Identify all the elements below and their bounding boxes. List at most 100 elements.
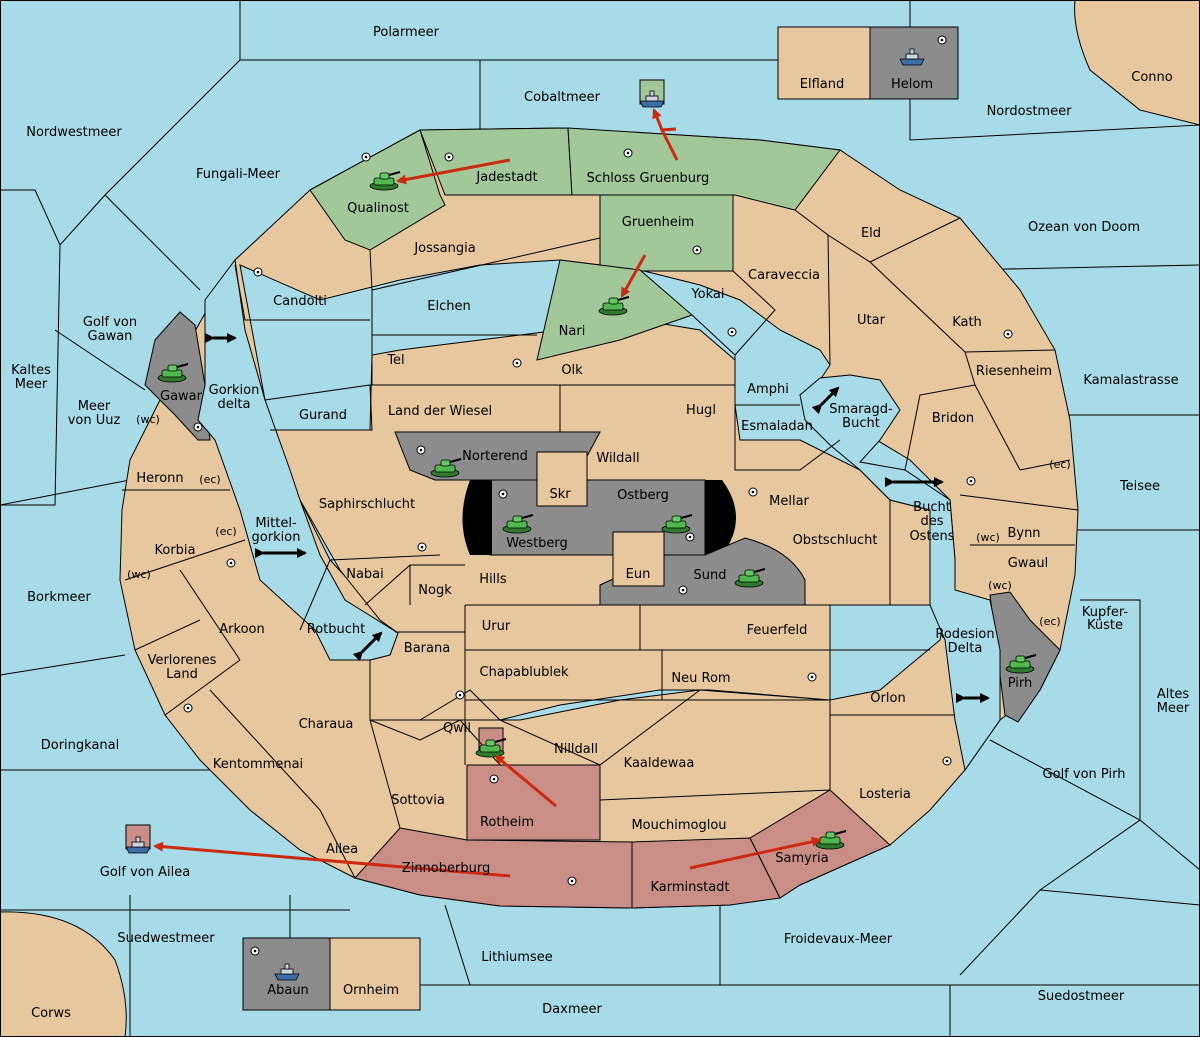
province-label: Gawar: [160, 389, 203, 404]
coast-tag: (wc): [976, 531, 1000, 544]
smaragd-bucht-water: [799, 374, 1001, 772]
coast-tag: (wc): [127, 568, 151, 581]
province-label: Losteria: [859, 787, 911, 802]
order-arrow: [396, 158, 511, 185]
sea-label: Altes: [1157, 687, 1190, 702]
sea-label: des: [920, 514, 943, 529]
sea-labels: Polarmeer Cobaltmeer Nordwestmeer Fungal…: [11, 25, 1190, 1017]
sea-label: Meer: [15, 377, 48, 392]
coast-tag: (ec): [1049, 458, 1070, 471]
corws-region: [0, 911, 127, 1037]
province-label: Jadestadt: [475, 170, 537, 185]
westberg-black-cap: [462, 480, 492, 555]
province-label: Pirh: [1008, 676, 1033, 691]
sea-label: Suedostmeer: [1038, 989, 1125, 1004]
sea-label: Küste: [1087, 618, 1123, 633]
move-orders: [153, 110, 822, 878]
coast-tags: (wc) (ec) (ec) (wc) (ec) (wc) (wc) (ec): [127, 413, 1071, 628]
sea-label: Polarmeer: [373, 25, 440, 40]
skr-region: [536, 451, 588, 507]
province-label: Nogk: [418, 583, 452, 598]
coast-tag: (wc): [136, 413, 160, 426]
province-label: Conno: [1131, 70, 1173, 85]
sea-label: Delta: [948, 641, 983, 656]
province-label: Mellar: [769, 494, 809, 509]
province-label: Chapablublek: [480, 665, 569, 680]
province-label: Orlon: [870, 691, 905, 706]
elfland-region: [777, 26, 871, 100]
province-label: Utar: [857, 313, 886, 328]
zinnoberburg-region: [354, 827, 633, 909]
province-label: Gruenheim: [622, 215, 694, 230]
sea-label: Meer: [78, 399, 111, 414]
sea-label: Bucht: [913, 500, 951, 515]
sea-label: Nordwestmeer: [26, 125, 122, 140]
sea-label: Mittel-: [255, 516, 297, 531]
province-label: Qualinost: [347, 201, 409, 216]
sea-label: Kaltes: [11, 363, 51, 378]
province-label: Ostberg: [617, 488, 669, 503]
province-label: Rotheim: [480, 815, 534, 830]
sea-label: Fungali-Meer: [196, 167, 281, 182]
province-label: Saphirschlucht: [319, 497, 415, 512]
province-label: Hugl: [686, 403, 716, 418]
province-label: Westberg: [506, 536, 568, 551]
province-label: Norterend: [462, 449, 528, 464]
province-label: Eun: [626, 567, 651, 582]
eun-region: [612, 531, 665, 587]
order-arrow: [153, 841, 511, 878]
order-arrow: [494, 754, 557, 808]
province-label: Abaun: [267, 983, 309, 998]
province-label: Sund: [694, 568, 727, 583]
province-label: Kaaldewaa: [624, 756, 695, 771]
ornheim-region: [329, 937, 421, 1011]
province-label: Candolti: [273, 294, 327, 309]
province-label: Skr: [549, 487, 571, 502]
province-label: Ornheim: [343, 983, 399, 998]
gruenheim-region: [599, 194, 734, 272]
province-label: Gurand: [299, 408, 347, 423]
province-label: Elchen: [427, 299, 470, 314]
province-label: Hills: [479, 572, 507, 587]
province-label: Yokai: [690, 287, 724, 302]
land-borders: [122, 195, 1079, 879]
order-arrow: [620, 254, 647, 298]
province-label: Nabai: [346, 567, 384, 582]
sea-label: Doringkanal: [41, 738, 120, 753]
province-label: Corws: [31, 1006, 71, 1021]
sea-label: Gawan: [88, 329, 133, 344]
sea-label: Rotbucht: [307, 622, 365, 637]
land-labels: Elfland Helom Conno Qualinost Jadestadt …: [31, 70, 1173, 1021]
sea-label: gorkion: [252, 530, 301, 545]
sea-label: von Uuz: [68, 413, 121, 428]
canal-arrows: [205, 333, 990, 703]
sea-label: Rodesion: [935, 627, 994, 642]
province-label: Zinnoberburg: [402, 861, 490, 876]
province-label: Verlorenes: [148, 653, 217, 668]
province-label: Mouchimoglou: [631, 818, 726, 833]
province-label: Kentommenai: [213, 757, 303, 772]
province-label: Land der Wiesel: [388, 404, 492, 419]
province-label: Land: [166, 667, 198, 682]
sea-label: Golf von Ailea: [100, 865, 190, 880]
province-label: Bridon: [932, 411, 974, 426]
sea-label: Borkmeer: [27, 590, 91, 605]
sea-label: Meer: [1157, 701, 1190, 716]
sea-label: Bucht: [842, 416, 880, 431]
order-arrow: [654, 110, 679, 161]
sea-label: Lithiumsee: [481, 950, 552, 965]
province-label: Eld: [861, 226, 881, 241]
coast-tag: (ec): [215, 525, 236, 538]
double-arrow-icon: [352, 631, 383, 662]
province-label: Heronn: [136, 471, 183, 486]
order-arrow: [689, 836, 822, 870]
province-label: Samyria: [775, 851, 829, 866]
sea-label: Cobaltmeer: [524, 90, 601, 105]
province-label: Sottovia: [391, 793, 445, 808]
sea-label: Smaragd-: [829, 402, 893, 417]
coast-tag: (wc): [988, 579, 1012, 592]
province-label: Neu Rom: [671, 671, 730, 686]
sea-label: Kamalastrasse: [1083, 373, 1178, 388]
double-arrow-icon: [811, 386, 840, 415]
province-label: Elfland: [800, 77, 844, 92]
